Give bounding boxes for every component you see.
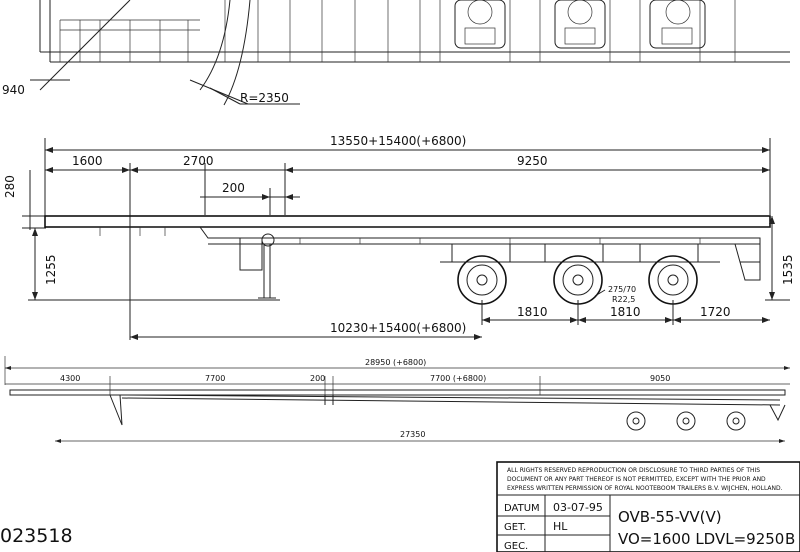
dim-280: 280 <box>3 175 17 198</box>
top-partial-view: 940 R=2350 <box>2 0 790 106</box>
dim-bottom-total: 27350 <box>400 430 425 439</box>
dim-7700-ext: 7700 (+6800) <box>430 374 486 383</box>
dim-4300: 4300 <box>60 374 80 383</box>
dim-200: 200 <box>222 181 245 195</box>
datum-value: 03-07-95 <box>553 501 603 514</box>
dim-front-overhang: 1600 <box>72 154 103 168</box>
model-designation: OVB-55-VV(V) <box>618 508 722 526</box>
dim-rear-overhang: 1720 <box>700 305 731 319</box>
dim-total-extended: 28950 (+6800) <box>365 358 426 367</box>
tyre-size-line2: R22,5 <box>612 295 635 304</box>
dim-2700: 2700 <box>183 154 214 168</box>
get-label: GET. <box>504 522 526 533</box>
get-value: HL <box>553 520 568 533</box>
copyright-line-2: DOCUMENT OR ANY PART THEREOF IS NOT PERM… <box>507 476 766 483</box>
dim-axle-spacing-2: 1810 <box>610 305 641 319</box>
drawing-number: 023518 <box>0 525 73 547</box>
dim-9050: 9050 <box>650 374 670 383</box>
title-block: ALL RIGHTS RESERVED REPRODUCTION OR DISC… <box>496 461 800 552</box>
radius-label: R=2350 <box>240 91 289 105</box>
dim-1255: 1255 <box>44 254 58 285</box>
dim-7700: 7700 <box>205 374 225 383</box>
dim-axle-spacing-1: 1810 <box>517 305 548 319</box>
revision-letter: B <box>785 530 795 548</box>
dim-200-plan: 200 <box>310 374 325 383</box>
dim-940: 940 <box>2 83 25 97</box>
dim-kingpin-length: 10230+15400(+6800) <box>330 321 466 335</box>
dim-overall-length: 13550+15400(+6800) <box>330 134 466 148</box>
axle-wheels <box>457 255 698 305</box>
gec-label: GEC. <box>504 541 528 552</box>
copyright-line-1: ALL RIGHTS RESERVED REPRODUCTION OR DISC… <box>507 467 760 474</box>
copyright-line-3: EXPRESS WRITTEN PERMISSION OF ROYAL NOOT… <box>507 485 783 492</box>
extended-side-view: 28950 (+6800) 4300 7700 200 7700 (+6800)… <box>4 356 790 443</box>
side-elevation-view: 13550+15400(+6800) 1600 2700 9250 200 28… <box>3 134 795 340</box>
model-spec: VO=1600 LDVL=9250 <box>618 530 784 548</box>
tyre-size-line1: 275/70 <box>608 285 636 294</box>
dim-1535: 1535 <box>781 254 795 285</box>
datum-label: DATUM <box>504 503 540 514</box>
dim-9250: 9250 <box>517 154 548 168</box>
